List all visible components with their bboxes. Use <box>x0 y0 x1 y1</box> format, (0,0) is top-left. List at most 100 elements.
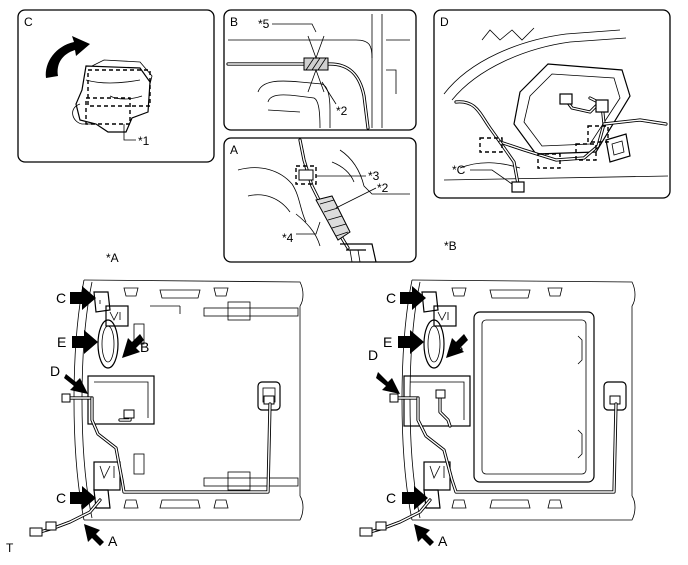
visor-clip-top-r <box>421 291 439 313</box>
assist-grip-bottom <box>93 461 121 491</box>
label-right-b: B <box>454 339 463 355</box>
callout-5: *5 <box>258 17 270 31</box>
label-right-c-bottom: C <box>386 490 396 506</box>
assist-grip-bottom-r-mark <box>429 465 445 480</box>
grommet-a <box>340 243 377 263</box>
clamp-d-3 <box>575 143 597 161</box>
roof-outline-left <box>73 279 85 521</box>
harness-b-inner <box>227 63 369 129</box>
oval-e-right <box>423 319 445 369</box>
body-contour-a-4 <box>331 161 355 183</box>
rotation-arrow-icon <box>45 36 90 78</box>
arrow-left-c-top <box>70 286 96 310</box>
clip-lower-lobe <box>72 103 96 125</box>
panel-a-title: A <box>230 143 238 157</box>
arrow-right-c-top <box>400 286 426 310</box>
roof-bottom-fixtures <box>123 499 229 509</box>
callout-4: *4 <box>282 231 294 245</box>
console-left-inner <box>94 381 149 418</box>
overview-left: *A <box>29 251 304 549</box>
roof-top-detail <box>150 305 181 314</box>
visor-clip-top <box>93 291 111 313</box>
harness-right-main-inner <box>417 397 617 493</box>
body-contour-a-5 <box>295 213 321 247</box>
harness-d-branch-inner <box>499 141 519 185</box>
clip-dashed-outline-top <box>87 69 151 107</box>
connector-right-stub <box>389 393 399 403</box>
body-contour-a-1 <box>237 167 307 223</box>
assist-grip-top-r-mark <box>437 311 449 321</box>
callout-5-leader <box>272 23 317 33</box>
callout-c-leader <box>470 169 513 185</box>
label-left-d: D <box>50 363 60 379</box>
arrow-right-d <box>376 372 400 394</box>
arrow-left-c-bottom <box>70 486 96 510</box>
clip-top-edge <box>91 59 153 85</box>
lamp-opening-d-inner <box>611 140 625 156</box>
console-right-inner <box>410 381 465 420</box>
overview-left-title: *A <box>106 251 119 265</box>
assist-grip-top-r <box>433 305 457 327</box>
assist-grip-top <box>105 305 129 327</box>
callout-1: *1 <box>138 134 150 148</box>
oval-e-left-inner <box>101 325 115 363</box>
panel-d: D *C <box>433 9 671 199</box>
arrow-right-c-bottom <box>402 486 428 510</box>
roof-top-fixtures-r <box>451 287 563 299</box>
connector-left-exit-2 <box>45 521 57 531</box>
console-right <box>403 375 471 427</box>
lamp-opening-d <box>605 133 631 163</box>
label-right-e: E <box>383 334 392 350</box>
callout-c: *C <box>452 163 466 177</box>
oval-e-left <box>97 319 119 369</box>
roof-bar-bottom <box>203 477 299 487</box>
panel-c: C *1 <box>17 9 215 163</box>
arrow-left-a <box>84 524 104 546</box>
callout-3: *3 <box>368 169 380 183</box>
arrow-right-a <box>414 524 434 546</box>
grommet-a-slots <box>349 249 361 263</box>
roof-bar-bottom-bracket <box>227 471 251 491</box>
connector-d-module <box>595 99 609 113</box>
visor-clip-bottom <box>93 489 111 509</box>
connector-d-upper <box>559 93 573 105</box>
label-right-a: A <box>438 533 448 549</box>
body-outline-lower <box>257 80 331 128</box>
roof-outline-top-r <box>411 279 636 307</box>
overview-right: *B <box>359 239 636 549</box>
roof-frame-bottom <box>443 175 669 181</box>
dimension-marker-bottom <box>307 68 325 93</box>
clamp-d-1 <box>479 137 503 153</box>
label-left-b: B <box>140 339 149 355</box>
body-contour-a-3 <box>339 149 410 195</box>
oval-e-right-inner <box>427 325 441 363</box>
callout-2-b: *2 <box>336 104 348 118</box>
assist-grip-top-mark <box>109 311 121 321</box>
harness-right-console-branch-inner <box>439 395 451 427</box>
visor-clip-bottom-r <box>423 489 441 509</box>
panel-a: A *3 *2 *4 <box>223 137 417 263</box>
clamp-a-dashed-outline <box>295 165 317 185</box>
harness-d-right-inner <box>603 119 667 125</box>
roof-bar-top-bracket <box>227 301 251 321</box>
arrow-left-d <box>64 374 88 394</box>
roof-outline-left-r <box>401 279 413 521</box>
label-right-c-top: C <box>386 290 396 306</box>
roof-frame-line-2 <box>451 37 627 101</box>
arrow-left-e <box>72 330 98 354</box>
tape-a <box>315 195 351 241</box>
body-outline-lower-inner <box>267 94 321 129</box>
panel-d-title: D <box>440 15 449 29</box>
label-right-d: D <box>368 347 378 363</box>
clamp-a <box>298 169 314 181</box>
tape-a-hatch <box>319 199 349 237</box>
panel-b: B *5 *2 <box>223 9 417 131</box>
roof-outline-bottom-r <box>412 495 636 521</box>
label-left-e: E <box>57 334 66 350</box>
dimension-marker-top <box>307 35 325 60</box>
connector-left-stub <box>61 393 71 403</box>
callout-2-a: *2 <box>377 181 389 195</box>
harness-d-inner <box>455 97 605 161</box>
panel-d-frame <box>433 9 671 199</box>
panel-c-title: C <box>24 15 33 29</box>
